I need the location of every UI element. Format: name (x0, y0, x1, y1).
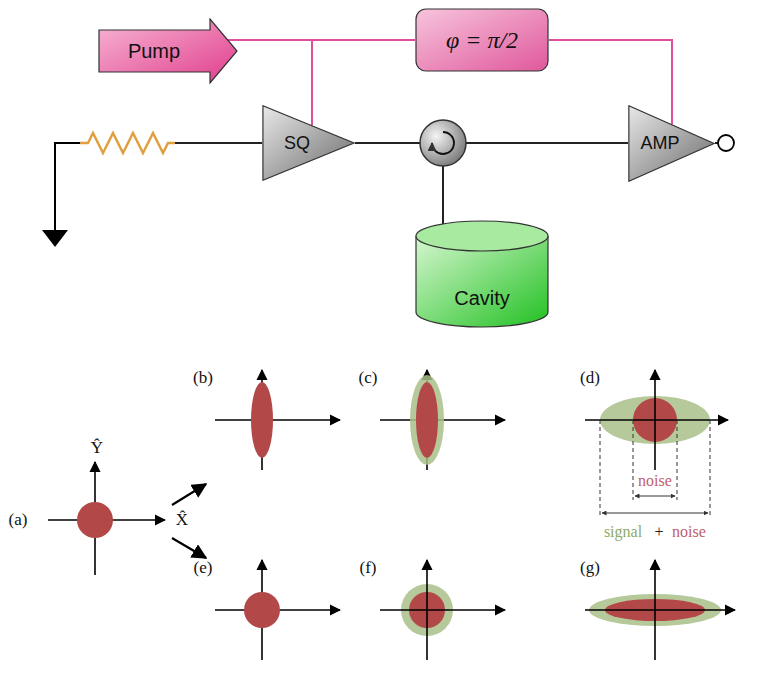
panel-label: (e) (194, 558, 213, 578)
panel-label: (d) (580, 368, 600, 388)
axes-f (380, 560, 505, 660)
plus-sign: + (654, 523, 663, 541)
ground-symbol (42, 230, 68, 247)
node-label: Cavity (415, 278, 549, 318)
vacuum-state (244, 592, 280, 628)
panel-label: (g) (580, 558, 600, 578)
signal-label: signal (604, 523, 642, 541)
axes-d (585, 370, 728, 470)
cavity: Cavity (415, 220, 549, 328)
axis-label: Ŷ (91, 438, 103, 458)
axes-c (380, 370, 505, 470)
circulator (420, 120, 466, 166)
noise-label: noise (638, 472, 672, 490)
axes-g (585, 560, 735, 660)
ground-wire (55, 143, 80, 230)
panel-label: (a) (9, 510, 28, 530)
squeezer-amplifier: SQ (262, 105, 355, 181)
resistor-symbol (80, 133, 175, 153)
branch-arrow (172, 484, 206, 505)
phase-box: φ = π/2 (415, 8, 549, 72)
output-terminal (718, 135, 734, 151)
panel-label: (b) (193, 368, 213, 388)
signal-region (410, 375, 444, 465)
circulator-arrow (432, 132, 454, 154)
node-label: AMP (632, 105, 688, 182)
pump-line (227, 39, 415, 41)
pump-arrow: Pump (98, 18, 238, 84)
pump-line (549, 40, 672, 125)
amplifier: AMP (628, 105, 715, 182)
noise-label: noise (672, 523, 706, 541)
vacuum-state (77, 502, 113, 538)
noise-width-arrow (635, 496, 675, 497)
node-label: φ = π/2 (415, 8, 549, 72)
branch-arrow (172, 538, 206, 558)
node-label: SQ (270, 105, 324, 181)
axes-b (215, 370, 340, 470)
squeezed-state (251, 382, 273, 458)
squeezed-state (416, 382, 438, 458)
axes-a (48, 462, 165, 575)
axes-e (215, 560, 340, 660)
panel-label: (c) (359, 368, 378, 388)
dashed-guide (600, 420, 710, 518)
node-label: Pump (98, 18, 210, 84)
axis-label: X̂ (176, 510, 188, 530)
cavity-shape (415, 220, 549, 328)
panel-label: (f) (360, 558, 377, 578)
signal-width-arrow (602, 513, 708, 514)
